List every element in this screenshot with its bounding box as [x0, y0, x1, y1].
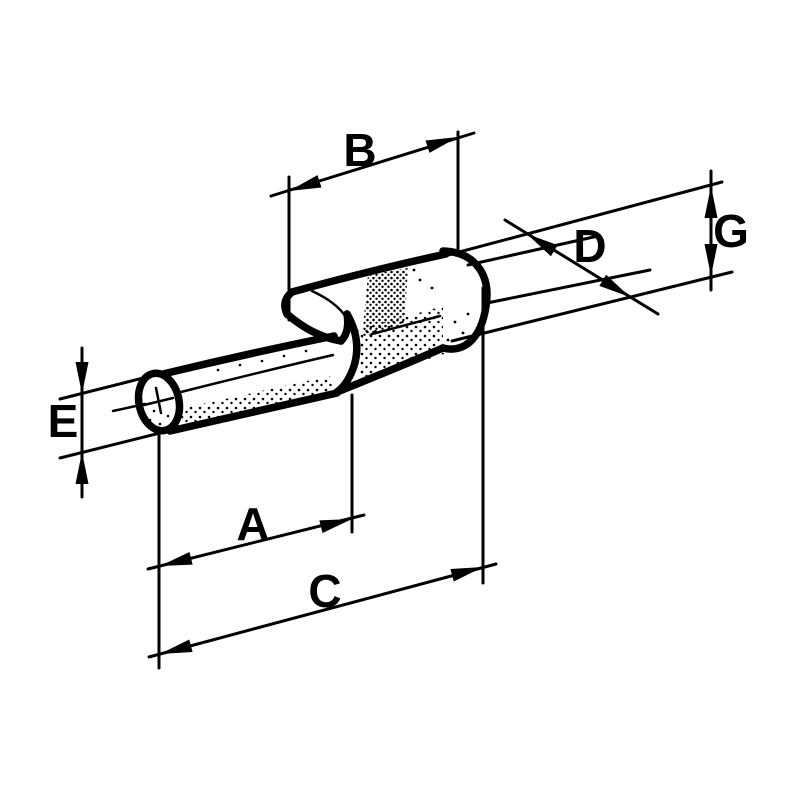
extension-lines [58, 130, 734, 670]
center-mark-cross-stroke [154, 386, 163, 415]
sleeve-top-edge [288, 250, 450, 296]
sleeve-barrel-shading [356, 300, 466, 382]
dimension-g: G [704, 169, 749, 292]
stipple-shading [166, 268, 466, 430]
arrowhead [425, 130, 460, 153]
pin-bottom-edge [166, 389, 341, 435]
pin-shading [166, 376, 334, 430]
dimension-e: E [48, 346, 89, 499]
arrowhead [287, 175, 322, 198]
sleeve-flare-inner-line [310, 289, 348, 319]
pin-highlight-line [175, 353, 335, 395]
dim-label-e: E [48, 395, 79, 447]
dim-label-d: D [573, 220, 606, 272]
dimension-d: D [503, 218, 660, 316]
dim-label-a: A [236, 498, 269, 550]
dim-c-line [147, 562, 498, 659]
ext-e-bottom [58, 428, 174, 460]
dimension-b: B [269, 124, 476, 198]
sleeve-neck-shading [362, 268, 408, 338]
pin-top-edge [159, 332, 338, 378]
sleeve-end-cap [439, 247, 491, 353]
dim-label-b: B [343, 124, 376, 176]
arrowhead [158, 551, 193, 573]
arrowhead [158, 639, 193, 661]
ext-e-top [58, 371, 165, 401]
dim-label-c: C [308, 565, 341, 617]
dimension-a: A [146, 498, 366, 573]
axis-centerline [111, 402, 147, 413]
arrowhead [75, 452, 89, 484]
dimension-c: C [147, 560, 498, 661]
sleeve-bottom-edge [333, 344, 447, 396]
part-outline [111, 247, 491, 435]
arrowhead [450, 560, 485, 582]
stipple-dots [148, 268, 470, 426]
inner-tube-line [370, 314, 442, 336]
arrowhead [319, 512, 354, 534]
ext-bore-bottom [485, 268, 652, 305]
ext-sleeve-top [446, 180, 724, 257]
dim-label-g: G [713, 205, 749, 257]
arrowhead [75, 362, 89, 394]
sleeve-flare-arc [283, 310, 345, 345]
flare-lip-curve [333, 310, 361, 396]
ext-sleeve-bottom [450, 270, 734, 343]
ext-bore-top [466, 234, 600, 267]
